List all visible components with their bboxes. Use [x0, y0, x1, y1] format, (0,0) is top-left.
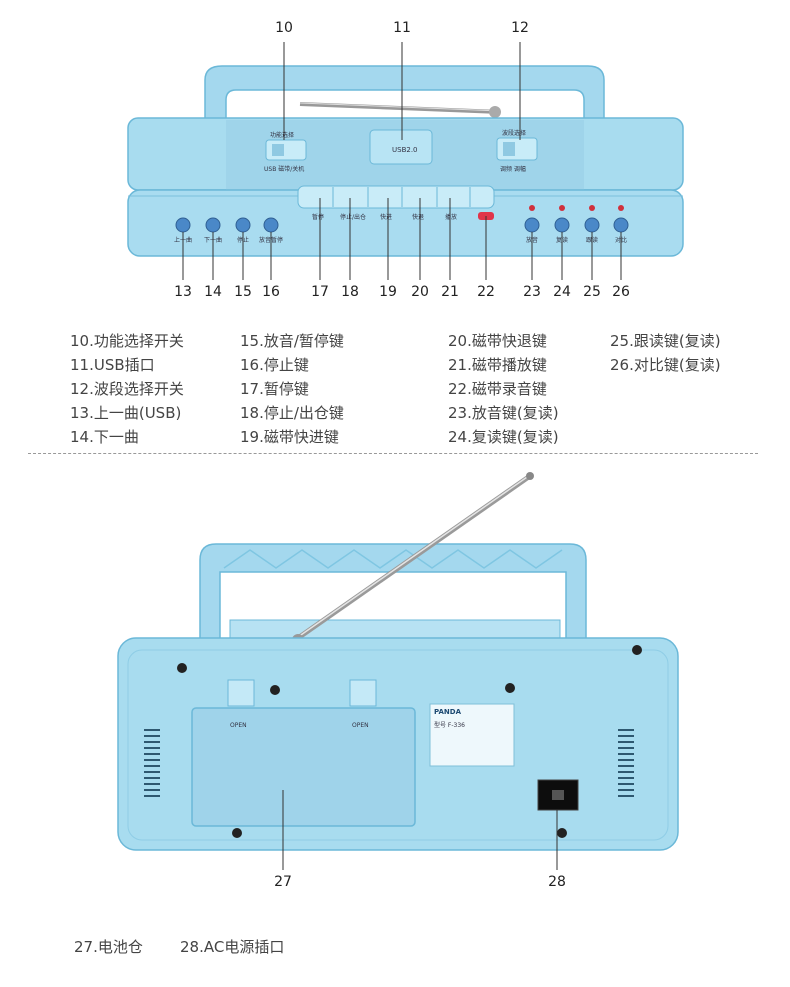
band-switch-label: 波段选择: [502, 130, 527, 137]
legend-item: 14.下一曲: [70, 428, 139, 446]
legend-item: 12.波段选择开关: [70, 380, 184, 398]
callout-20: 20: [411, 284, 429, 300]
legend-item: 13.上一曲(USB): [70, 404, 182, 422]
callout-24: 24: [553, 284, 571, 300]
callout-10: 10: [275, 20, 293, 36]
battery-open-label-left: OPEN: [230, 722, 247, 729]
legend-item: 11.USB插口: [70, 356, 155, 374]
back-device-illustration: [117, 472, 679, 870]
func-switch-sub-label: USB 磁带/关机: [264, 166, 305, 173]
legend-item: 25.跟读键(复读): [610, 332, 721, 350]
tape-label-play: 播放: [445, 214, 458, 221]
usb-port-label: USB2.0: [392, 146, 418, 154]
legend-item: 24.复读键(复读): [448, 428, 559, 446]
back-device-view: OPEN OPEN PANDA 型号 F-336 27 28: [0, 460, 790, 900]
callout-27: 27: [274, 874, 292, 890]
battery-open-label-right: OPEN: [352, 722, 369, 729]
callout-13: 13: [174, 284, 192, 300]
callout-11: 11: [393, 20, 411, 36]
callout-26: 26: [612, 284, 630, 300]
legend-item: 23.放音键(复读): [448, 404, 559, 422]
tape-label-pause: 暂停: [312, 214, 325, 221]
callout-15: 15: [234, 284, 252, 300]
btn-label-prev: 上一曲: [174, 237, 193, 244]
band-switch-sub-label: 调频 调幅: [500, 166, 526, 173]
model-label: 型号 F-336: [434, 722, 465, 729]
section-divider: [28, 453, 758, 454]
callout-17: 17: [311, 284, 329, 300]
right-btn-label-compare: 对比: [615, 237, 628, 244]
legend-item: 17.暂停键: [240, 380, 309, 398]
right-btn-label-repeat: 复读: [556, 237, 569, 244]
callout-14: 14: [204, 284, 222, 300]
legend-item: 16.停止键: [240, 356, 309, 374]
callout-19: 19: [379, 284, 397, 300]
legend-item: 21.磁带播放键: [448, 356, 547, 374]
btn-label-stop: 停止: [237, 237, 250, 244]
tape-label-rew: 快退: [412, 214, 425, 221]
legend-item: 10.功能选择开关: [70, 332, 184, 350]
callout-12: 12: [511, 20, 529, 36]
callout-28: 28: [548, 874, 566, 890]
right-btn-label-follow: 跟读: [586, 237, 599, 244]
top-device-illustration: [127, 42, 684, 280]
legend-item: 18.停止/出仓键: [240, 404, 344, 422]
right-btn-label-play: 放音: [526, 237, 539, 244]
legend-item: 15.放音/暂停键: [240, 332, 344, 350]
func-switch-label: 功能选择: [270, 132, 295, 139]
tape-label-stop-eject: 停止/出仓: [340, 214, 367, 221]
brand-label: PANDA: [434, 708, 461, 716]
callout-25: 25: [583, 284, 601, 300]
legend-item: 19.磁带快进键: [240, 428, 339, 446]
legend-item: 20.磁带快退键: [448, 332, 547, 350]
callout-21: 21: [441, 284, 459, 300]
tape-label-ff: 快进: [380, 214, 393, 221]
legend-item: 26.对比键(复读): [610, 356, 721, 374]
legend-ac-socket: 28.AC电源插口: [180, 938, 285, 956]
callout-23: 23: [523, 284, 541, 300]
top-device-view: 功能选择 USB 磁带/关机 波段选择 调频 调幅 USB2.0 上一曲 下一曲…: [0, 0, 790, 320]
legend-battery-compartment: 27.电池仓: [74, 938, 143, 956]
legend-item: 22.磁带录音键: [448, 380, 547, 398]
callout-18: 18: [341, 284, 359, 300]
btn-label-next: 下一曲: [204, 237, 223, 244]
btn-label-play-pause: 放音暂停: [259, 237, 284, 244]
callout-22: 22: [477, 284, 495, 300]
callout-16: 16: [262, 284, 280, 300]
